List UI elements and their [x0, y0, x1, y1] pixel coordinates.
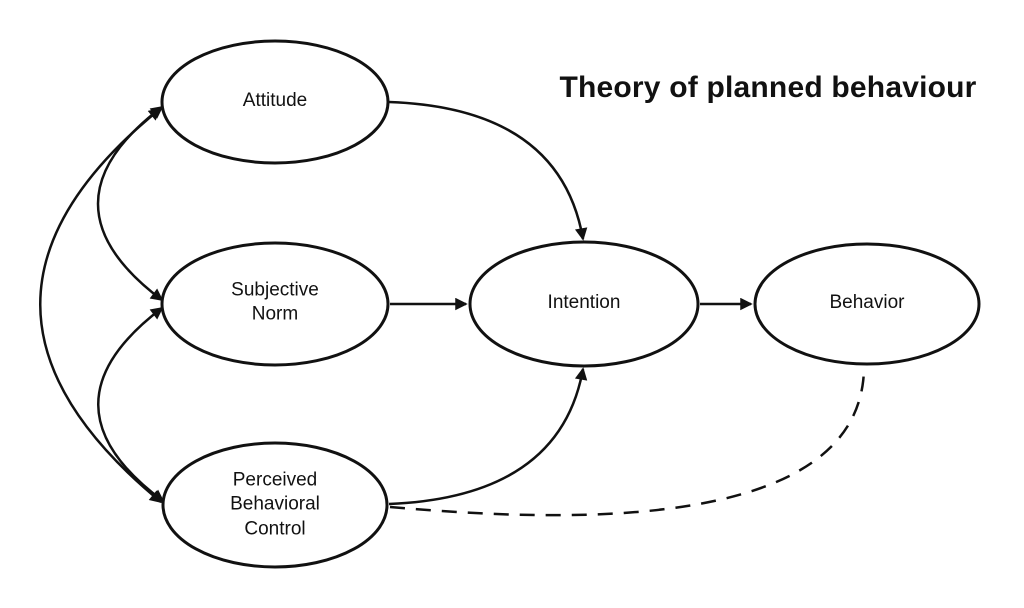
node-subjective-norm-ellipse — [160, 241, 390, 367]
edge-pbc-intention — [388, 367, 588, 506]
edge-subjective-norm-pbc — [97, 306, 165, 503]
node-intention-ellipse — [468, 240, 700, 368]
edge-pbc-behavior-dashed — [389, 365, 866, 517]
node-attitude-ellipse — [160, 39, 390, 165]
diagram-title: Theory of planned behaviour — [559, 71, 977, 104]
node-perceived-behavioral-control-ellipse — [161, 441, 389, 569]
edge-attitude-intention — [388, 100, 588, 241]
edge-attitude-pbc — [39, 107, 163, 504]
node-behavior-ellipse — [753, 242, 981, 366]
